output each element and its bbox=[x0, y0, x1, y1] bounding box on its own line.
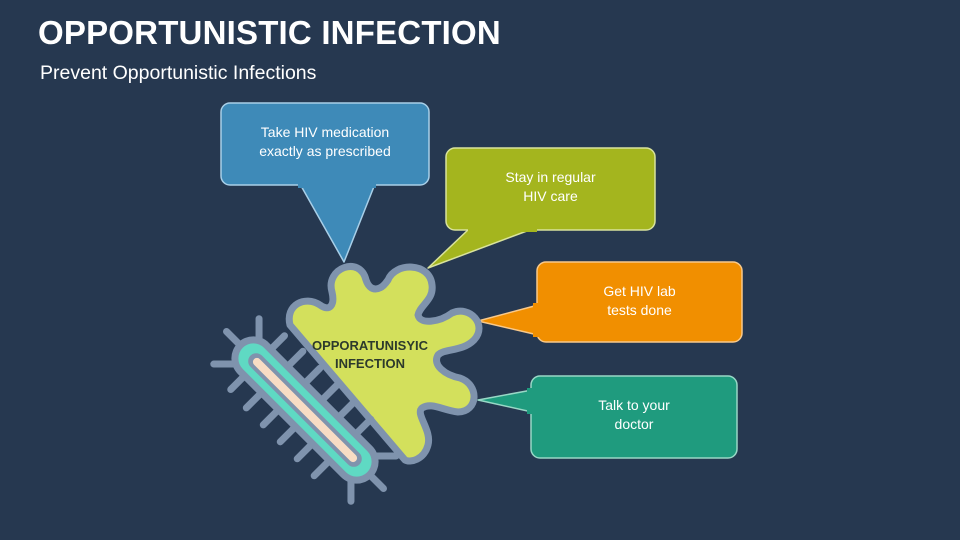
callout-medication bbox=[220, 102, 430, 263]
callout-talk-doctor-line2: doctor bbox=[614, 416, 654, 432]
callout-lab-tests-line1: Get HIV lab bbox=[603, 283, 676, 299]
callout-lab-tests-text: Get HIV lab tests done bbox=[537, 262, 742, 340]
center-label-line1: OPPORATUNISYIC bbox=[311, 338, 429, 353]
callout-talk-doctor-text: Talk to your doctor bbox=[531, 376, 737, 454]
callout-medication-text: Take HIV medication exactly as prescribe… bbox=[221, 103, 429, 181]
slide-title: OPPORTUNISTIC INFECTION bbox=[38, 14, 501, 51]
callout-medication-line2: exactly as prescribed bbox=[259, 143, 391, 159]
center-label: OPPORATUNISYIC INFECTION bbox=[300, 337, 440, 373]
callout-regular-care-text: Stay in regular HIV care bbox=[446, 148, 655, 226]
center-label-line2: INFECTION bbox=[334, 356, 406, 371]
callout-lab-tests bbox=[477, 261, 743, 343]
callout-regular-care-line2: HIV care bbox=[523, 188, 578, 204]
virus-icon bbox=[285, 263, 483, 465]
slide-subtitle: Prevent Opportunistic Infections bbox=[40, 62, 317, 84]
callout-talk-doctor bbox=[477, 375, 738, 459]
bacterium-icon bbox=[210, 315, 400, 505]
callout-regular-care-line1: Stay in regular bbox=[505, 169, 596, 185]
callout-medication-line1: Take HIV medication bbox=[260, 124, 390, 140]
callout-regular-care bbox=[427, 147, 656, 269]
callout-lab-tests-line2: tests done bbox=[607, 302, 672, 318]
callout-talk-doctor-line1: Talk to your bbox=[598, 397, 670, 413]
